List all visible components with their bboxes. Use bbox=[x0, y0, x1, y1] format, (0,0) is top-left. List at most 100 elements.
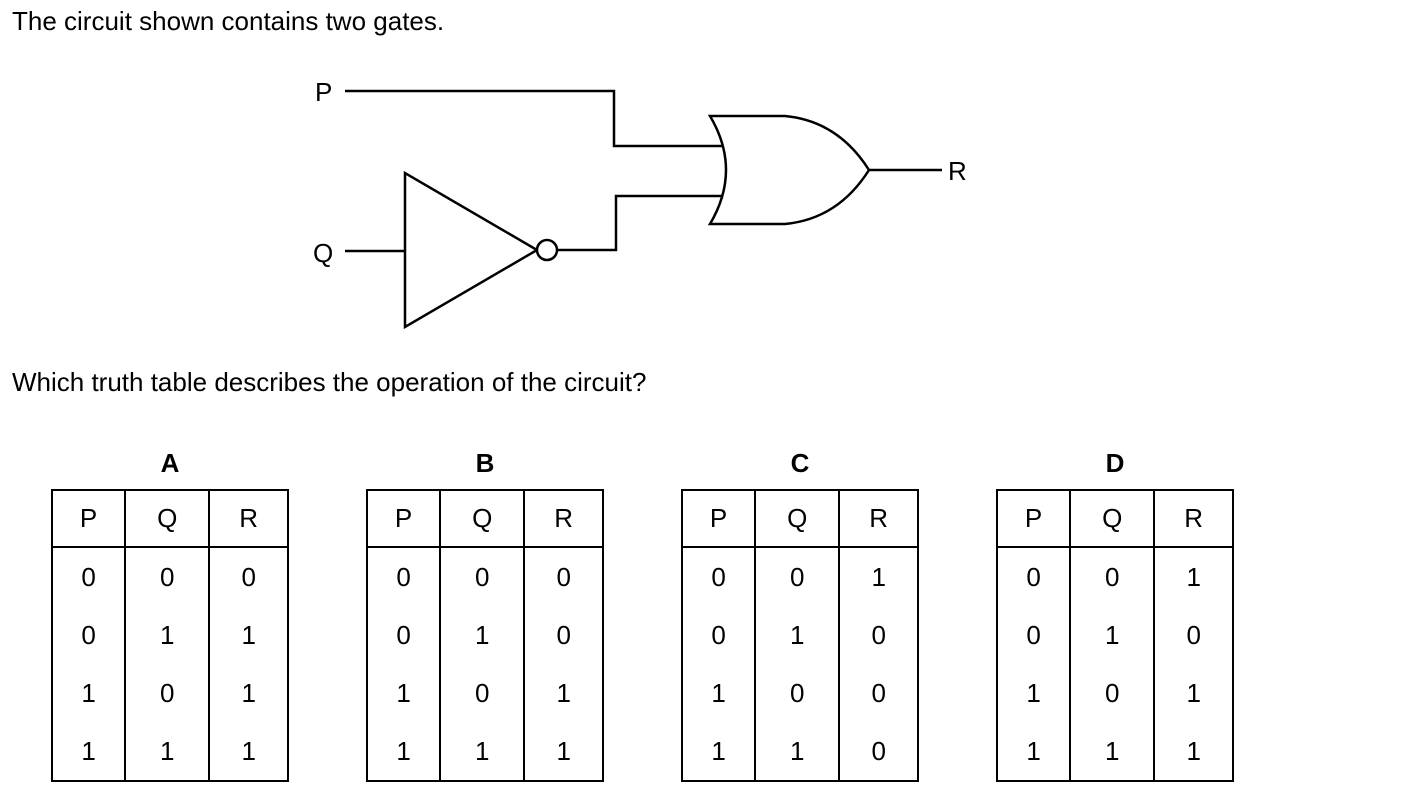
table-row: 0 0 1 bbox=[680, 547, 919, 606]
table-cell: 1 bbox=[124, 606, 211, 664]
inversion-bubble bbox=[535, 238, 559, 262]
table-row: 0 0 1 bbox=[995, 547, 1234, 606]
option-letter: C bbox=[790, 448, 810, 478]
output-label-r: R bbox=[948, 156, 967, 186]
column-header: Q bbox=[124, 490, 211, 548]
input-label-q: Q bbox=[313, 238, 333, 268]
table-row: 0 1 1 bbox=[50, 606, 289, 664]
table-cell: 1 bbox=[680, 722, 757, 781]
question-prompt: Which truth table describes the operatio… bbox=[12, 367, 647, 397]
table-cell: 0 bbox=[754, 547, 841, 606]
table-cell: 1 bbox=[365, 722, 442, 781]
table-cell: 0 bbox=[838, 664, 919, 722]
column-header: R bbox=[523, 490, 604, 548]
question-intro: The circuit shown contains two gates. bbox=[12, 6, 445, 36]
table-cell: 1 bbox=[439, 722, 526, 781]
table-cell: 0 bbox=[124, 547, 211, 606]
table-header-row: P Q R bbox=[680, 490, 919, 548]
column-header: Q bbox=[754, 490, 841, 548]
table-cell: 1 bbox=[365, 664, 442, 722]
column-header: Q bbox=[1069, 490, 1156, 548]
table-cell: 1 bbox=[523, 664, 604, 722]
logic-circuit-diagram: P Q R bbox=[313, 77, 967, 330]
option-c[interactable]: C P Q R 0 0 1 0 1 0 1 0 0 1 1 0 bbox=[680, 447, 919, 782]
table-row: 0 1 0 bbox=[995, 606, 1234, 664]
option-b[interactable]: B P Q R 0 0 0 0 1 0 1 0 1 1 1 1 bbox=[365, 447, 604, 782]
column-header: P bbox=[50, 490, 127, 548]
table-cell: 1 bbox=[1069, 606, 1156, 664]
table-cell: 0 bbox=[995, 606, 1072, 664]
column-header: P bbox=[680, 490, 757, 548]
table-row: 0 0 0 bbox=[50, 547, 289, 606]
table-cell: 0 bbox=[754, 664, 841, 722]
table-cell: 0 bbox=[439, 664, 526, 722]
table-cell: 1 bbox=[1153, 722, 1234, 781]
table-row: 1 1 1 bbox=[365, 722, 604, 781]
table-cell: 0 bbox=[50, 547, 127, 606]
table-cell: 0 bbox=[208, 547, 289, 606]
table-cell: 0 bbox=[680, 606, 757, 664]
table-cell: 0 bbox=[365, 606, 442, 664]
table-cell: 1 bbox=[1153, 547, 1234, 606]
table-cell: 0 bbox=[995, 547, 1072, 606]
table-row: 0 0 0 bbox=[365, 547, 604, 606]
table-cell: 0 bbox=[365, 547, 442, 606]
table-row: 0 1 0 bbox=[365, 606, 604, 664]
table-cell: 0 bbox=[838, 722, 919, 781]
table-cell: 0 bbox=[124, 664, 211, 722]
column-header: P bbox=[365, 490, 442, 548]
wire-p bbox=[345, 89, 722, 148]
wire-not-q bbox=[557, 194, 722, 252]
option-d[interactable]: D P Q R 0 0 1 0 1 0 1 0 1 1 1 1 bbox=[995, 447, 1234, 782]
table-row: 1 0 1 bbox=[50, 664, 289, 722]
table-cell: 0 bbox=[1069, 664, 1156, 722]
table-cell: 1 bbox=[1153, 664, 1234, 722]
table-cell: 1 bbox=[838, 547, 919, 606]
table-header-row: P Q R bbox=[365, 490, 604, 548]
table-row: 0 1 0 bbox=[680, 606, 919, 664]
column-header: Q bbox=[439, 490, 526, 548]
table-row: 1 0 1 bbox=[995, 664, 1234, 722]
table-header-row: P Q R bbox=[50, 490, 289, 548]
table-cell: 1 bbox=[208, 722, 289, 781]
table-header-row: P Q R bbox=[995, 490, 1234, 548]
table-cell: 1 bbox=[50, 664, 127, 722]
table-cell: 0 bbox=[523, 547, 604, 606]
truth-table-a: P Q R 0 0 0 0 1 1 1 0 1 1 1 1 bbox=[50, 489, 289, 782]
table-cell: 1 bbox=[124, 722, 211, 781]
table-row: 1 1 1 bbox=[50, 722, 289, 781]
table-cell: 1 bbox=[995, 664, 1072, 722]
table-row: 1 1 0 bbox=[680, 722, 919, 781]
option-letter: B bbox=[475, 448, 495, 478]
table-row: 1 0 1 bbox=[365, 664, 604, 722]
option-a[interactable]: A P Q R 0 0 0 0 1 1 1 0 1 1 1 1 bbox=[50, 447, 289, 782]
table-cell: 0 bbox=[1069, 547, 1156, 606]
table-cell: 1 bbox=[50, 722, 127, 781]
table-cell: 1 bbox=[208, 606, 289, 664]
or-gate bbox=[707, 114, 871, 226]
table-cell: 1 bbox=[995, 722, 1072, 781]
table-cell: 1 bbox=[523, 722, 604, 781]
table-cell: 0 bbox=[50, 606, 127, 664]
table-row: 1 1 1 bbox=[995, 722, 1234, 781]
table-cell: 1 bbox=[1069, 722, 1156, 781]
table-cell: 1 bbox=[680, 664, 757, 722]
table-row: 1 0 0 bbox=[680, 664, 919, 722]
table-cell: 0 bbox=[680, 547, 757, 606]
truth-table-c: P Q R 0 0 1 0 1 0 1 0 0 1 1 0 bbox=[680, 489, 919, 782]
table-cell: 0 bbox=[439, 547, 526, 606]
truth-table-b: P Q R 0 0 0 0 1 0 1 0 1 1 1 1 bbox=[365, 489, 604, 782]
option-letter: D bbox=[1105, 448, 1125, 478]
table-cell: 1 bbox=[439, 606, 526, 664]
column-header: P bbox=[995, 490, 1072, 548]
option-letter: A bbox=[160, 448, 180, 478]
column-header: R bbox=[838, 490, 919, 548]
table-cell: 0 bbox=[523, 606, 604, 664]
table-cell: 0 bbox=[838, 606, 919, 664]
column-header: R bbox=[1153, 490, 1234, 548]
table-cell: 1 bbox=[208, 664, 289, 722]
input-label-p: P bbox=[315, 77, 332, 107]
table-cell: 1 bbox=[754, 606, 841, 664]
table-cell: 1 bbox=[754, 722, 841, 781]
not-gate bbox=[403, 170, 559, 330]
